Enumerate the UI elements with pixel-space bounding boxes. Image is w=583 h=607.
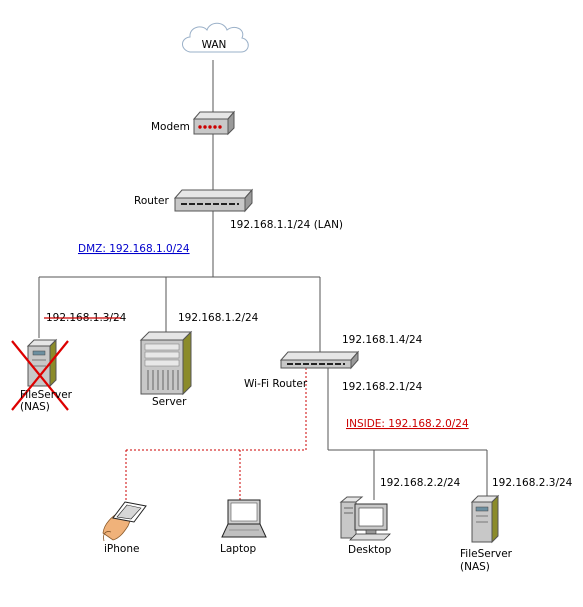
router-lan-ip: 192.168.1.1/24 (LAN) [230,219,343,231]
dmz-nas-label-line2: (NAS) [20,401,50,413]
connections [38,60,488,500]
modem[interactable]: Modem [151,110,236,136]
wifi-router-lan-ip: 192.168.2.1/24 [342,381,423,393]
wireless-connections [125,368,307,500]
laptop-icon [221,499,267,538]
laptop-label: Laptop [220,543,256,555]
desktop-ip: 192.168.2.2/24 [380,477,461,489]
modem-label: Modem [151,121,190,133]
inside-nas-label-line1: FileServer [460,548,513,560]
server-rack-icon [139,330,193,396]
inside-nas-label-line2: (NAS) [460,561,490,573]
dmz-nas[interactable]: 192.168.1.3/24 FileServer (NAS) [11,312,127,413]
iphone-label: iPhone [104,543,139,555]
iphone[interactable]: iPhone [102,501,147,555]
inside-network-label[interactable]: INSIDE: 192.168.2.0/24 [346,418,469,430]
laptop[interactable]: Laptop [220,499,267,555]
dmz-nas-label-line1: FileServer [20,389,73,401]
desktop-label: Desktop [348,544,392,556]
wifi-router-wan-ip: 192.168.1.4/24 [342,334,423,346]
inside-nas-ip: 192.168.2.3/24 [492,477,573,489]
wan-cloud[interactable]: WAN [182,22,249,53]
router[interactable]: Router 192.168.1.1/24 (LAN) [134,188,343,231]
removed-cross-icon [11,340,69,411]
nas-tower-icon [26,338,58,388]
wan-label: WAN [202,39,227,51]
wifi-router-icon [279,350,360,370]
server-label: Server [152,396,187,408]
desktop-computer-icon [339,496,391,541]
dmz-network-label[interactable]: DMZ: 192.168.1.0/24 [78,243,190,255]
server[interactable]: 192.168.1.2/24 Server [139,312,259,408]
nas-tower-icon [470,494,500,544]
router-icon [173,188,254,213]
server-ip: 192.168.1.2/24 [178,312,259,324]
modem-icon [192,110,236,136]
wifi-router[interactable]: 192.168.1.4/24 Wi-Fi Router 192.168.2.1/… [244,334,423,393]
cloud-icon [182,22,249,53]
wifi-router-label: Wi-Fi Router [244,378,308,390]
router-label: Router [134,195,169,207]
hand-phone-icon [102,501,147,542]
inside-nas[interactable]: 192.168.2.3/24 FileServer (NAS) [460,477,573,573]
desktop[interactable]: 192.168.2.2/24 Desktop [339,477,461,556]
